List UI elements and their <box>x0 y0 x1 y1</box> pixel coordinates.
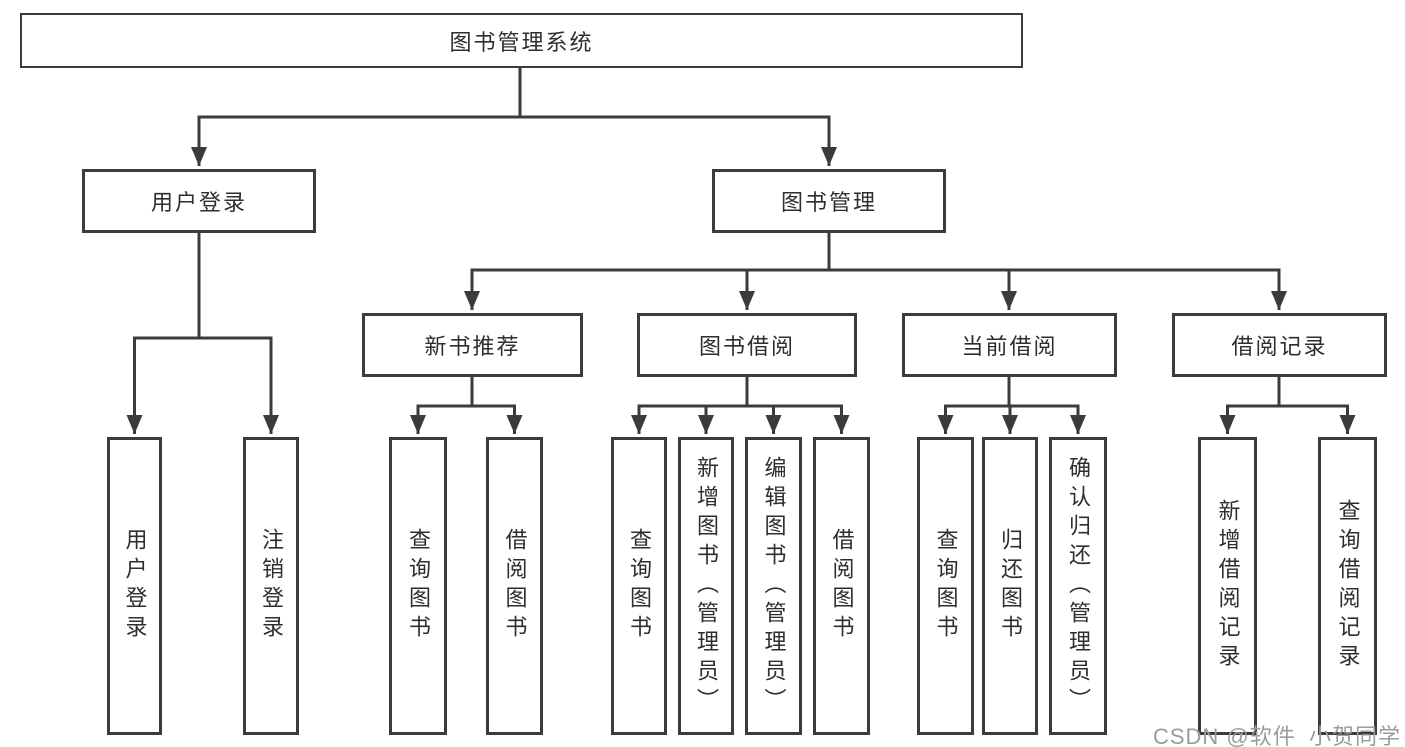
leaf-label: 查询图书 <box>933 528 959 644</box>
leaf-logout: 注销登录 <box>243 437 299 735</box>
leaf-label: 查询借阅记录 <box>1335 499 1361 673</box>
node-label: 当前借阅 <box>961 334 1058 359</box>
leaf-label: 查询图书 <box>627 528 652 644</box>
leaf-query-borrow-record: 查询借阅记录 <box>1318 437 1377 735</box>
leaf-label: 编辑图书（管理员） <box>761 455 787 717</box>
node-borrowing-records: 借阅记录 <box>1172 313 1387 377</box>
leaf-borrow-books: 借阅图书 <box>813 437 870 735</box>
leaf-label: 归还图书 <box>998 528 1023 644</box>
leaf-add-borrow-record: 新增借阅记录 <box>1198 437 1257 735</box>
leaf-label: 借阅图书 <box>829 528 855 644</box>
leaf-return-books: 归还图书 <box>982 437 1038 735</box>
node-label: 图书借阅 <box>698 334 795 359</box>
node-current-borrowing: 当前借阅 <box>902 313 1117 377</box>
node-label: 新书推荐 <box>424 334 521 359</box>
node-new-book-recommend: 新书推荐 <box>362 313 583 377</box>
leaf-query-books: 查询图书 <box>917 437 974 735</box>
leaf-confirm-return-admin: 确认归还（管理员） <box>1049 437 1107 735</box>
leaf-label: 新增图书（管理员） <box>694 455 719 717</box>
leaf-query-books: 查询图书 <box>389 437 447 735</box>
node-label: 图书管理 <box>780 190 877 215</box>
leaf-borrow-books: 借阅图书 <box>486 437 543 735</box>
node-label: 用户登录 <box>150 190 247 215</box>
leaf-label: 用户登录 <box>122 528 148 644</box>
node-user-login: 用户登录 <box>82 169 316 233</box>
leaf-label: 新增借阅记录 <box>1215 499 1241 673</box>
leaf-label: 查询图书 <box>406 528 431 644</box>
leaf-label: 借阅图书 <box>502 528 528 644</box>
node-book-management: 图书管理 <box>712 169 946 233</box>
leaf-edit-books-admin: 编辑图书（管理员） <box>745 437 802 735</box>
leaf-add-books-admin: 新增图书（管理员） <box>678 437 734 735</box>
node-book-borrowing: 图书借阅 <box>637 313 857 377</box>
leaf-query-books: 查询图书 <box>611 437 667 735</box>
leaf-user-login: 用户登录 <box>107 437 162 735</box>
leaf-label: 确认归还（管理员） <box>1066 455 1091 717</box>
leaf-label: 注销登录 <box>259 528 284 644</box>
node-library-system-root: 图书管理系统 <box>20 13 1023 68</box>
csdn-watermark: CSDN @软件_小贺同学 <box>1152 724 1401 747</box>
node-label: 图书管理系统 <box>449 29 594 55</box>
node-label: 借阅记录 <box>1231 334 1328 359</box>
